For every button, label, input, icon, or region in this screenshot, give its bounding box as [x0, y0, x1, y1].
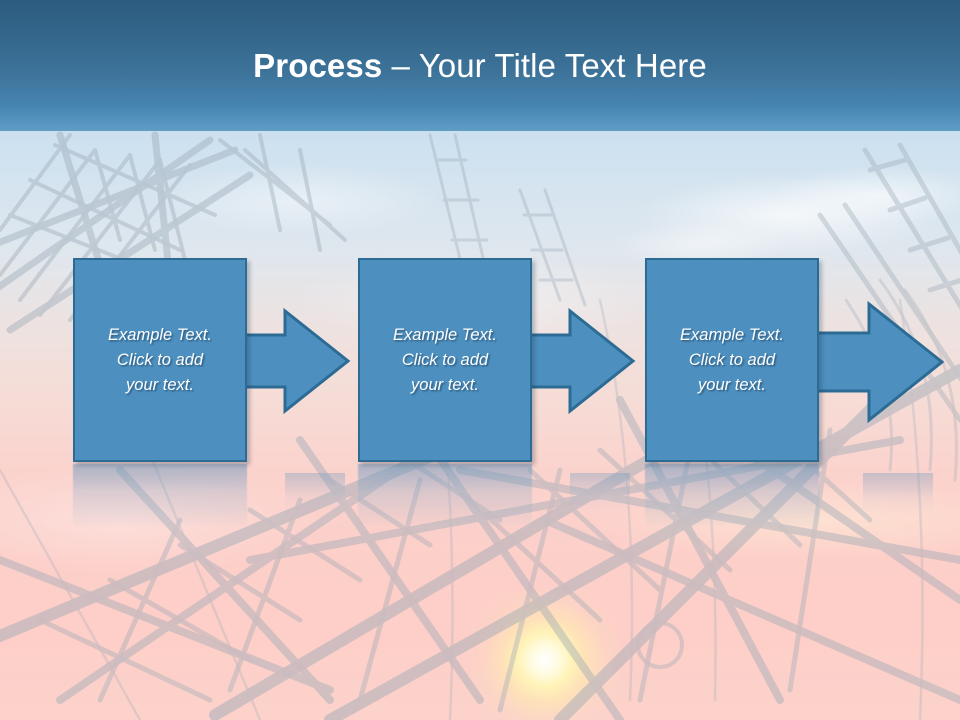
- step-reflection-2: [358, 464, 532, 526]
- page-title-rest: Your Title Text Here: [418, 47, 707, 84]
- arrow-reflection-1: [285, 473, 345, 513]
- process-step-box-1[interactable]: Example Text. Click to add your text.: [73, 258, 247, 462]
- process-step-text-1: Example Text. Click to add your text.: [108, 325, 212, 394]
- arrow-reflection-3: [863, 473, 933, 515]
- page-title-separator: –: [382, 47, 419, 84]
- page-title-bold: Process: [253, 47, 383, 84]
- step-reflection-1: [73, 464, 247, 526]
- background-sun: [470, 590, 620, 720]
- arrow-reflection-2: [570, 473, 630, 513]
- slide-header-band: [0, 0, 960, 131]
- process-step-box-3[interactable]: Example Text. Click to add your text.: [645, 258, 819, 462]
- page-title: Process – Your Title Text Here: [0, 46, 960, 86]
- process-step-box-2[interactable]: Example Text. Click to add your text.: [358, 258, 532, 462]
- header-sheen: [0, 105, 960, 131]
- process-step-text-3: Example Text. Click to add your text.: [680, 325, 784, 394]
- process-step-text-2: Example Text. Click to add your text.: [393, 325, 497, 394]
- step-reflection-3: [645, 464, 819, 526]
